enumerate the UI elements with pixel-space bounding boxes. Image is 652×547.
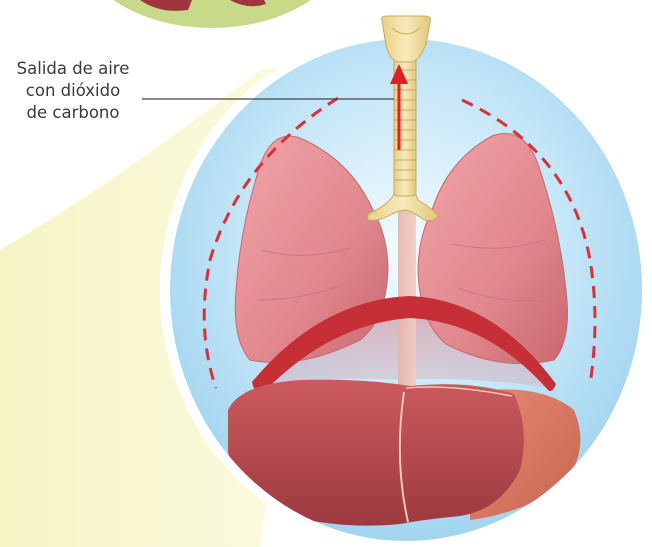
label-line-1: Salida de aire [6,58,140,80]
label-line-3: de carbono [6,102,140,124]
air-exit-label: Salida de aire con dióxido de carbono [6,58,140,124]
green-circle-fragment [66,0,358,40]
label-line-2: con dióxido [6,80,140,102]
